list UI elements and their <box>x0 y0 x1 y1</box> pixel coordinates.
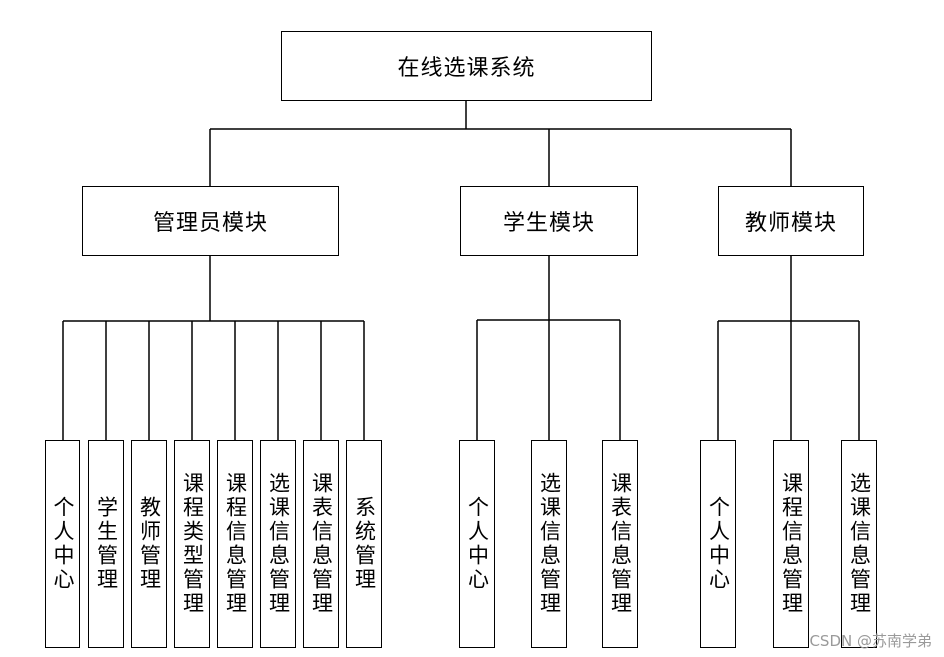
admin-child-node: 学生管理 <box>88 440 124 648</box>
admin-child-node: 选课信息管理 <box>260 440 296 648</box>
student-child-label: 选课信息管理 <box>537 472 562 616</box>
teacher-child-label: 选课信息管理 <box>847 472 872 616</box>
teacher-module-node: 教师模块 <box>718 186 864 256</box>
student-child-label: 个人中心 <box>465 496 490 592</box>
admin-child-node: 系统管理 <box>346 440 382 648</box>
student-module-label: 学生模块 <box>502 211 595 236</box>
admin-child-label: 选课信息管理 <box>266 472 291 616</box>
admin-child-node: 课表信息管理 <box>303 440 339 648</box>
teacher-child-node: 个人中心 <box>700 440 736 648</box>
student-child-node: 选课信息管理 <box>531 440 567 648</box>
admin-child-node: 个人中心 <box>45 440 80 648</box>
admin-child-label: 系统管理 <box>352 496 377 592</box>
admin-child-node: 课程信息管理 <box>217 440 253 648</box>
teacher-child-node: 选课信息管理 <box>841 440 877 648</box>
admin-child-label: 教师管理 <box>137 496 162 592</box>
watermark: CSDN @苏南学弟 <box>809 632 932 650</box>
student-module-node: 学生模块 <box>460 186 638 256</box>
admin-module-node: 管理员模块 <box>82 186 339 256</box>
admin-module-label: 管理员模块 <box>152 211 268 236</box>
admin-child-label: 课表信息管理 <box>309 472 334 616</box>
teacher-child-label: 课程信息管理 <box>779 472 804 616</box>
student-child-node: 课表信息管理 <box>602 440 638 648</box>
teacher-child-label: 个人中心 <box>706 496 731 592</box>
admin-child-label: 课程信息管理 <box>223 472 248 616</box>
teacher-module-label: 教师模块 <box>744 211 837 236</box>
admin-child-label: 个人中心 <box>51 496 75 592</box>
student-child-label: 课表信息管理 <box>608 472 633 616</box>
admin-child-label: 课程类型管理 <box>180 472 205 616</box>
admin-child-node: 教师管理 <box>131 440 167 648</box>
teacher-child-node: 课程信息管理 <box>773 440 809 648</box>
admin-child-node: 课程类型管理 <box>174 440 210 648</box>
root-node: 在线选课系统 <box>281 31 652 101</box>
admin-child-label: 学生管理 <box>94 496 119 592</box>
student-child-node: 个人中心 <box>459 440 495 648</box>
root-label: 在线选课系统 <box>397 56 536 81</box>
